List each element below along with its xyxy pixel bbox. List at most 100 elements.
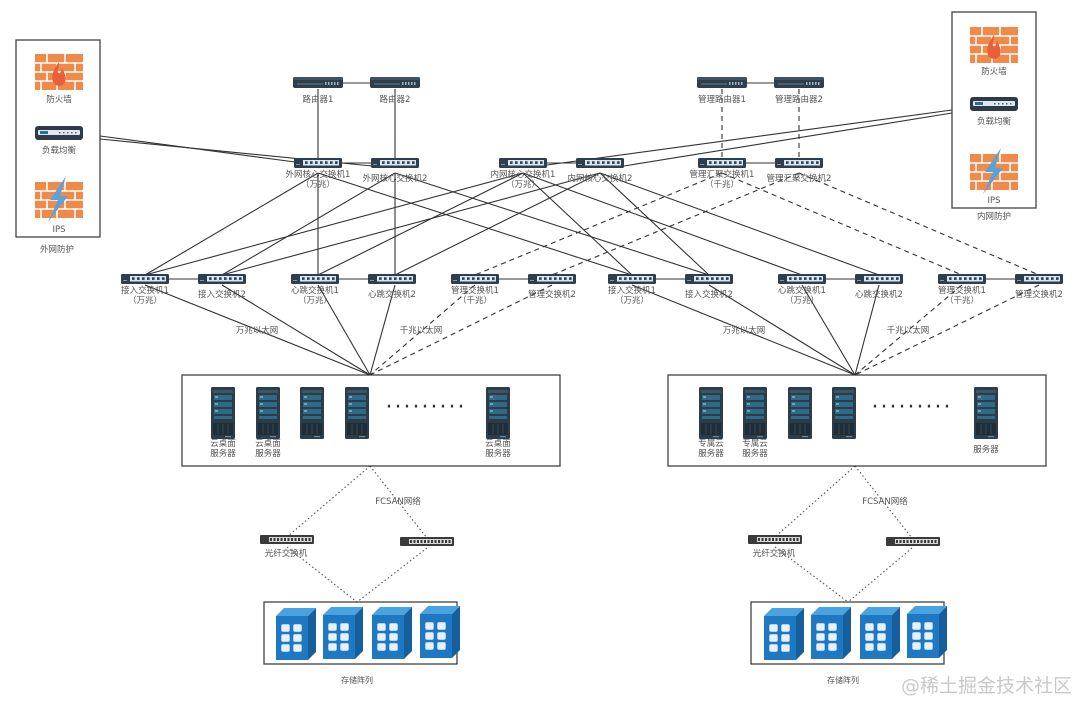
router-icon [292, 76, 344, 89]
server-label: 服务器 [210, 448, 236, 459]
fcsan-label: FCSAN网络 [375, 496, 421, 507]
core-switch-label: 内网核心交换机1 [491, 169, 556, 180]
storage-icon [275, 607, 317, 661]
access-switch-sub: （万兆） [298, 295, 332, 306]
external-load-balancer-label: 负载均衡 [42, 145, 77, 156]
storage-label: 存储阵列 [341, 675, 373, 685]
external-ips-label: IPS [52, 225, 65, 235]
access-switch-sub: （千兆） [458, 295, 492, 306]
internal-ips-label: IPS [987, 196, 1000, 206]
core-switch-sub: （万兆） [506, 179, 540, 190]
ethernet-1g-label: 千兆以太网 [400, 325, 443, 336]
switch-icon [368, 274, 416, 284]
storage-icon [810, 606, 852, 660]
fc-switch-label: 光纤交换机 [265, 548, 308, 559]
switch-icon [855, 274, 903, 284]
storage-icon [371, 606, 413, 660]
core-switches: 外网核心交换机1 （万兆） 外网核心交换机2 内网核心交换机1 （万兆） 内网核… [286, 158, 831, 190]
server-label: 云桌面 [255, 438, 281, 449]
server-label: 服务器 [485, 448, 511, 459]
access-switch-label: 接入交换机2 [685, 289, 733, 300]
router-label: 路由器1 [303, 94, 334, 105]
left-storage-array: 存储阵列 [263, 601, 461, 685]
access-switch-sub: （千兆） [945, 295, 979, 306]
access-switch-label: 心跳交换机2 [368, 289, 416, 300]
flame-icon [987, 35, 1001, 59]
fc-switch-icon [886, 537, 940, 546]
storage-icon [322, 606, 364, 660]
switch-icon [685, 274, 733, 284]
access-switch-label: 接入交换机2 [198, 289, 246, 300]
server-icon [742, 386, 768, 440]
right-server-cluster: ········· 专属云 服务器 专属云 服务器 服务器 [667, 374, 1047, 467]
access-switch-label: 管理交换机1 [938, 285, 986, 296]
access-switch-label: 心跳交换机1 [778, 285, 826, 296]
switch-icon [778, 274, 826, 284]
watermark: @稀土掘金技术社区 [901, 675, 1072, 697]
router-icon [773, 76, 825, 89]
server-icon [299, 386, 325, 440]
load-balancer-icon [970, 97, 1018, 111]
server-icon [344, 386, 370, 440]
fc-switch-icon [748, 535, 802, 544]
fc-switch-icon [400, 537, 454, 546]
switch-icon [528, 274, 576, 284]
switch-icon [938, 274, 986, 284]
server-icon [255, 386, 281, 440]
core-switch-sub: （千兆） [705, 179, 739, 190]
access-switch-sub: （万兆） [615, 295, 649, 306]
left-fcsan: FCSAN网络 光纤交换机 [260, 496, 454, 559]
switch-icon [775, 158, 823, 168]
server-label: 专属云 [742, 438, 768, 449]
router-icon [369, 76, 421, 89]
core-switch-label: 内网核心交换机2 [568, 173, 633, 184]
storage-icon [859, 606, 901, 660]
server-icon [787, 386, 813, 440]
switch-icon [698, 158, 746, 168]
server-label: 专属云 [698, 438, 724, 449]
right-fcsan: FCSAN网络 光纤交换机 [748, 496, 940, 559]
internal-firewall-label: 防火墙 [981, 66, 1007, 77]
server-label: 服务器 [698, 448, 724, 459]
ellipsis: ········· [386, 395, 467, 420]
core-switch-label: 外网核心交换机2 [363, 173, 428, 184]
access-switch-label: 接入交换机1 [608, 285, 656, 296]
external-protection-box [15, 39, 101, 238]
fcsan-label: FCSAN网络 [862, 496, 908, 507]
ethernet-1g-label: 千兆以太网 [887, 325, 930, 336]
server-label: 服务器 [973, 444, 999, 455]
routers: 路由器1 路由器2 管理路由器1 管理路由器2 [292, 76, 825, 105]
access-switch-label: 管理交换机2 [528, 289, 576, 300]
ips-bolt-icon [48, 176, 68, 222]
left-server-cluster: ········· 云桌面 服务器 云桌面 服务器 云桌面 服务器 [181, 374, 561, 467]
router-label: 路由器2 [380, 94, 411, 105]
server-icon [210, 386, 236, 440]
fc-switch-icon [260, 535, 314, 544]
access-switch-label: 心跳交换机2 [855, 289, 903, 300]
server-label: 服务器 [742, 448, 768, 459]
flame-icon [52, 62, 66, 86]
connection-lines [99, 82, 1040, 603]
external-firewall-label: 防火墙 [46, 94, 72, 105]
switch-icon [499, 158, 547, 168]
internal-protection-group: 防火墙 负载均衡 IPS 内网防护 [951, 11, 1037, 222]
server-cluster-box [181, 374, 561, 467]
external-protection-title: 外网防护 [40, 244, 74, 255]
switch-icon [608, 274, 656, 284]
access-switch-label: 心跳交换机1 [291, 285, 339, 296]
right-storage-array: 存储阵列 [750, 601, 948, 685]
load-balancer-icon [35, 126, 83, 140]
ips-bolt-icon [983, 148, 1003, 194]
access-switch-label: 管理交换机2 [1015, 289, 1063, 300]
ethernet-10g-label: 万兆以太网 [236, 325, 279, 336]
external-protection-group: 防火墙 负载均衡 IPS 外网防护 [15, 39, 101, 255]
core-switch-sub: （万兆） [301, 179, 335, 190]
switch-icon [1015, 274, 1063, 284]
server-label: 云桌面 [210, 438, 236, 449]
ethernet-10g-label: 万兆以太网 [723, 325, 766, 336]
access-switch-label: 管理交换机1 [451, 285, 499, 296]
server-icon [485, 386, 511, 440]
switch-icon [294, 158, 342, 168]
switch-icon [576, 158, 624, 168]
